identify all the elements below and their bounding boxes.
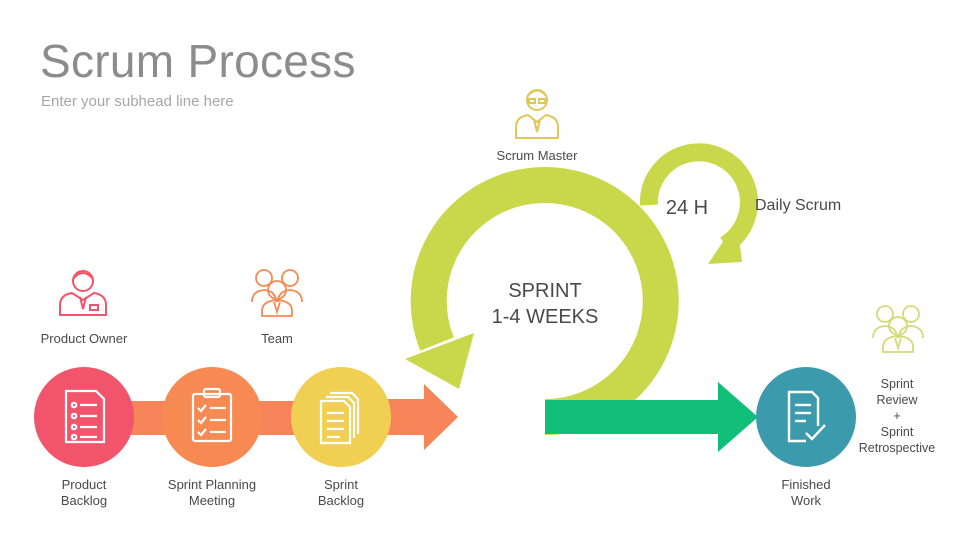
page-title: Scrum Process [40, 35, 356, 87]
page-subhead: Enter your subhead line here [41, 93, 234, 110]
sprint-label: SPRINT [508, 280, 581, 302]
sprint-planning-label: Sprint Planning [168, 477, 256, 492]
review-line-2: Review [877, 393, 919, 407]
scrum-master-role: Scrum Master [497, 89, 579, 163]
finished-work-circle [756, 367, 856, 467]
team-role: Team [251, 269, 303, 346]
sprint-planning-label-2: Meeting [189, 493, 235, 508]
sprint-duration: 1-4 WEEKS [492, 306, 599, 328]
review-group-icon [872, 305, 924, 353]
stacked-documents-icon [319, 391, 360, 445]
sprint-cycle-arrowhead [405, 333, 474, 389]
product-owner-role: Product Owner [41, 270, 128, 346]
document-check-icon [787, 390, 826, 443]
to-finished-arrow [545, 382, 758, 452]
sprint-backlog-label: Sprint [324, 477, 358, 492]
document-list-icon [64, 389, 106, 444]
team-group-icon [251, 269, 303, 317]
review-line-3: Sprint [881, 425, 914, 439]
daily-scrum-label: Daily Scrum [755, 197, 841, 214]
sprint-backlog-label-2: Backlog [318, 493, 364, 508]
review-line-1: Sprint [881, 377, 914, 391]
sprint-backlog-circle [291, 367, 391, 467]
sprint-planning-step: Sprint Planning Meeting [162, 367, 262, 508]
daily-scrum-arrowhead [708, 221, 742, 264]
daily-duration: 24 H [666, 197, 708, 219]
daily-scrum-loop [639, 143, 758, 253]
finished-work-step: Finished Work [756, 367, 856, 508]
product-owner-label: Product Owner [41, 331, 128, 346]
sprint-cycle-ring [410, 167, 679, 435]
team-label: Team [261, 331, 293, 346]
businessman-icon [59, 270, 107, 316]
scrum-master-label: Scrum Master [497, 148, 579, 163]
product-backlog-step: Product Backlog [34, 367, 134, 508]
product-backlog-label: Product [62, 477, 107, 492]
product-backlog-label-2: Backlog [61, 493, 107, 508]
review-line-4: Retrospective [859, 441, 935, 455]
finished-work-label-2: Work [791, 493, 822, 508]
clipboard-checklist-icon [191, 387, 233, 443]
scrum-master-icon [515, 89, 559, 139]
into-sprint-arrow [380, 384, 458, 450]
review-line-plus: + [893, 409, 900, 423]
finished-work-label: Finished [781, 477, 830, 492]
sprint-review-role: Sprint Review + Sprint Retrospective [859, 305, 935, 455]
sprint-backlog-step: Sprint Backlog [291, 367, 391, 508]
sprint-planning-circle [162, 367, 262, 467]
